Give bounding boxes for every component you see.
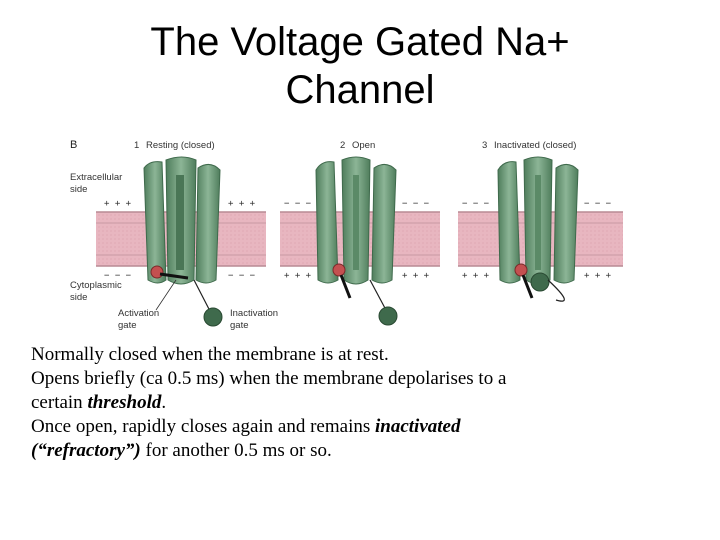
panel-3-label: Inactivated (closed) xyxy=(494,140,576,151)
panel-3-bottom-charges-right: + + + xyxy=(584,271,612,281)
channel-diagram: B 1 Resting (closed) 2 Open 3 Inactivate… xyxy=(66,130,626,335)
panel-2-bottom-charges-left: + + + xyxy=(284,271,312,281)
body-line-5-suffix: for another 0.5 ms or so. xyxy=(141,440,332,461)
panel-1-label: Resting (closed) xyxy=(146,140,215,151)
activation-gate-pointer xyxy=(156,280,176,310)
inactivated-emphasis: inactivated xyxy=(375,416,460,437)
panel-3-bottom-charges-left: + + + xyxy=(462,271,490,281)
title-line-1: The Voltage Gated Na+ xyxy=(0,18,720,66)
panel-1-bottom-charges-right: − − − xyxy=(228,271,256,281)
panel-letter: B xyxy=(70,139,77,151)
extracellular-label-1: Extracellular xyxy=(70,172,122,183)
na-channel-figure: B 1 Resting (closed) 2 Open 3 Inactivate… xyxy=(66,130,626,335)
inactivation-gate-label-2: gate xyxy=(230,320,249,331)
body-line-4: Once open, rapidly closes again and rema… xyxy=(31,415,691,439)
panel-1-top-charges-left: + + + xyxy=(104,199,132,209)
channel-2-open xyxy=(316,157,397,325)
channel-1-resting xyxy=(144,157,222,326)
panel-2-top-charges-right: − − − xyxy=(402,199,430,209)
extracellular-label-2: side xyxy=(70,184,87,195)
panel-3-top-charges-right: − − − xyxy=(584,199,612,209)
panel-2-bottom-charges-right: + + + xyxy=(402,271,430,281)
title-line-2: Channel xyxy=(0,66,720,114)
body-line-3-prefix: certain xyxy=(31,392,87,413)
refractory-emphasis: (“refractory”) xyxy=(31,440,141,461)
panel-2-number: 2 xyxy=(340,140,345,151)
panel-2-label: Open xyxy=(352,140,375,151)
panel-1-number: 1 xyxy=(134,140,139,151)
body-line-2: Opens briefly (ca 0.5 ms) when the membr… xyxy=(31,367,691,391)
activation-gate-label-1: Activation xyxy=(118,308,159,319)
slide-title: The Voltage Gated Na+ Channel xyxy=(0,18,720,114)
threshold-emphasis: threshold xyxy=(87,392,161,413)
cytoplasmic-label-1: Cytoplasmic xyxy=(70,280,122,291)
body-line-3-suffix: . xyxy=(161,392,166,413)
body-line-1: Normally closed when the membrane is at … xyxy=(31,343,691,367)
body-line-4-prefix: Once open, rapidly closes again and rema… xyxy=(31,416,375,437)
body-line-5: (“refractory”) for another 0.5 ms or so. xyxy=(31,439,691,463)
body-line-3: certain threshold. xyxy=(31,391,691,415)
cytoplasmic-label-2: side xyxy=(70,292,87,303)
panel-1-bottom-charges-left: − − − xyxy=(104,271,132,281)
panel-2-top-charges-left: − − − xyxy=(284,199,312,209)
slide-body: Normally closed when the membrane is at … xyxy=(31,343,691,463)
panel-3-top-charges-left: − − − xyxy=(462,199,490,209)
channel-3-inactivated xyxy=(498,157,578,301)
inactivation-gate-label-1: Inactivation xyxy=(230,308,278,319)
panel-3-number: 3 xyxy=(482,140,487,151)
panel-1-top-charges-right: + + + xyxy=(228,199,256,209)
activation-gate-label-2: gate xyxy=(118,320,137,331)
